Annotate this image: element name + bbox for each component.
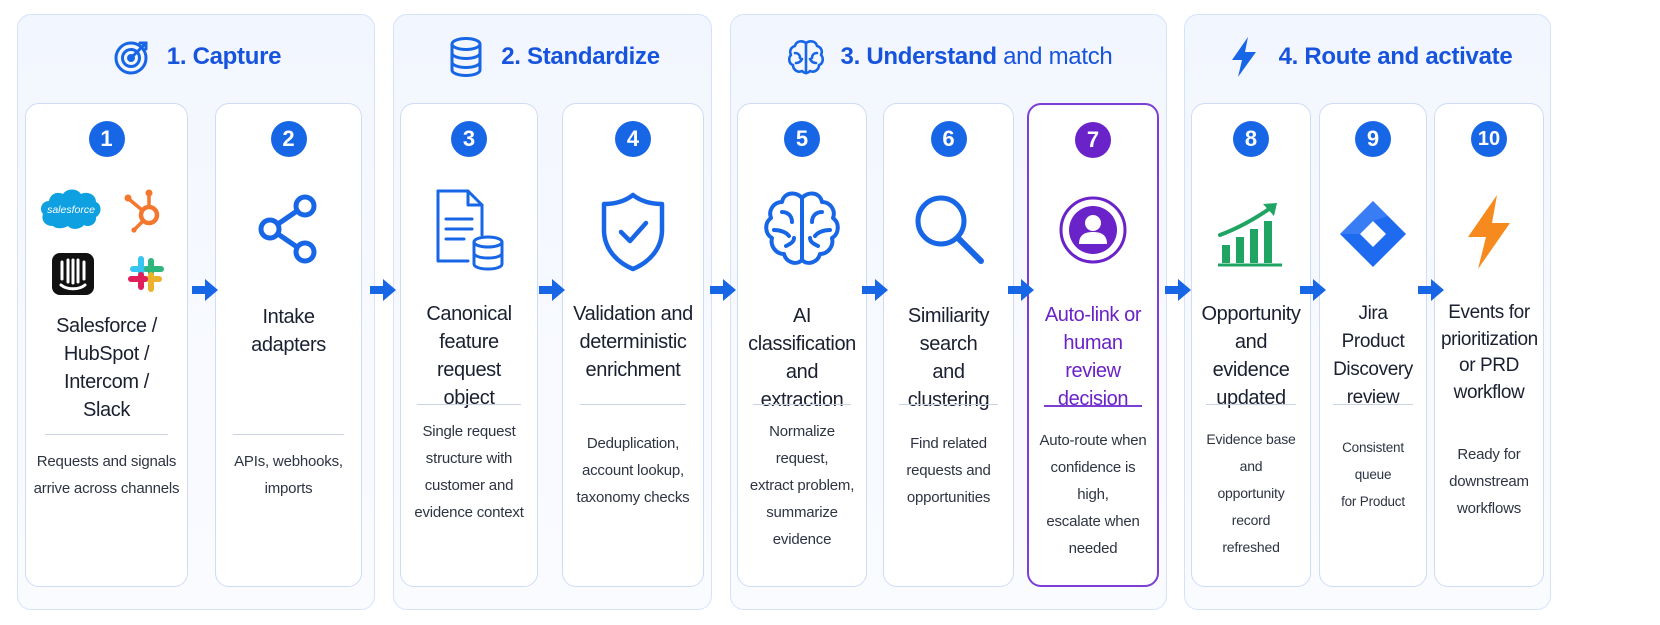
phase-number: 1.	[166, 43, 187, 70]
step-divider	[1206, 404, 1296, 405]
phase-label: Route and activate	[1304, 43, 1513, 70]
step-badge: 2	[270, 121, 307, 157]
step-card-1: 1 salesforce	[25, 103, 188, 587]
step-card-5: 5 AI classification and extraction Norma…	[737, 103, 867, 587]
flow-arrow-icon	[710, 279, 736, 301]
brain-icon	[785, 36, 827, 78]
step-divider	[45, 434, 168, 435]
flow-arrow-icon	[1418, 279, 1444, 301]
phase-title: 3. Understand and match	[841, 43, 1113, 71]
flow-arrow-icon	[1165, 279, 1191, 301]
intercom-logo	[51, 252, 95, 296]
flow-arrow-icon	[539, 279, 565, 301]
step-description: Requests and signals arrive across chann…	[33, 453, 180, 497]
step-description: Evidence base and opportunity record ref…	[1206, 431, 1296, 555]
step-card-6: 6 Similiarity search and clustering Find…	[883, 103, 1014, 587]
step-card-8: 8 Opportunity and evidence updated Evide…	[1191, 103, 1311, 587]
step-badge: 10	[1471, 121, 1507, 157]
step-description: Ready for downstream workflows	[1449, 446, 1529, 517]
database-icon	[445, 36, 487, 78]
phase-label-strong: Understand	[866, 43, 997, 70]
step-title: Auto-link or human review decision	[1044, 304, 1142, 410]
flow-arrow-icon	[1008, 279, 1034, 301]
flow-arrow-icon	[1300, 279, 1326, 301]
step-description: Consistent queue for Product	[1341, 440, 1405, 509]
step-title: Events for prioritization or PRD workflo…	[1441, 302, 1538, 403]
step-title: Canonical feature request object	[426, 303, 512, 409]
step-description: Auto-route when confidence is high, esca…	[1039, 432, 1147, 557]
flow-arrow-icon	[370, 279, 396, 301]
step-card-7: 7 Auto-link or human review decision Aut…	[1027, 103, 1159, 587]
salesforce-wordmark: salesforce	[47, 204, 95, 216]
phase-title: 1. Capture	[166, 43, 282, 71]
document-database-icon	[401, 179, 537, 279]
step-card-4: 4 Validation and deterministic enrichmen…	[562, 103, 704, 587]
salesforce-logo: salesforce	[39, 186, 103, 232]
integration-logos: salesforce	[26, 182, 187, 302]
step-card-10: 10 Events for prioritization or PRD work…	[1434, 103, 1544, 587]
phase-number: 3.	[840, 43, 861, 70]
step-badge: 4	[615, 121, 651, 157]
step-title: Similiarity search and clustering	[907, 305, 990, 411]
step-divider	[1044, 405, 1142, 407]
phase-number: 2.	[501, 43, 521, 70]
step-badge: 9	[1355, 121, 1391, 157]
shield-check-icon	[563, 182, 703, 282]
flow-arrow-icon	[862, 279, 888, 301]
step-title: Intake adapters	[251, 306, 326, 356]
step-badge: 7	[1075, 122, 1111, 158]
step-badge: 8	[1233, 121, 1269, 157]
step-title: Opportunity and evidence updated	[1201, 303, 1301, 409]
step-divider	[579, 404, 687, 405]
step-divider	[417, 404, 521, 405]
lightning-icon	[1223, 36, 1265, 78]
hubspot-logo	[120, 184, 170, 234]
step-description: Deduplication, account lookup, taxonomy …	[576, 435, 690, 506]
step-title: Validation and deterministic enrichment	[573, 303, 693, 381]
step-card-3: 3 Canonical feature request object Singl…	[400, 103, 538, 587]
step-divider	[899, 404, 998, 405]
step-title: Jira Product Discovery review	[1333, 303, 1413, 408]
flow-arrow-icon	[192, 279, 218, 301]
step-title: AI classification and extraction	[748, 305, 856, 411]
step-title: Salesforce / HubSpot / Intercom / Slack	[56, 315, 157, 421]
brain-icon	[738, 179, 866, 279]
target-icon	[111, 36, 153, 78]
step-card-2: 2 Intake adapters APIs, webhooks, import…	[215, 103, 362, 587]
step-divider	[233, 434, 344, 435]
step-badge: 5	[784, 121, 820, 157]
growth-chart-icon	[1192, 184, 1310, 284]
step-badge: 3	[451, 121, 487, 157]
search-icon	[884, 179, 1013, 279]
slack-logo	[124, 252, 168, 296]
phase-title: 4. Route and activate	[1279, 43, 1513, 71]
step-card-9: 9 Jira Product Discovery review Consiste…	[1319, 103, 1427, 587]
step-badge: 6	[930, 121, 967, 157]
phase-number: 4.	[1278, 43, 1299, 70]
step-badge: 1	[88, 121, 125, 157]
phase-label: Capture	[192, 43, 282, 70]
step-description: Find related requests and opportunities	[906, 435, 991, 506]
phase-label: Standardize	[527, 43, 660, 70]
step-description: Normalize request, extract problem, summ…	[749, 423, 855, 548]
step-description: APIs, webhooks, imports	[234, 453, 343, 497]
phase-title: 2. Standardize	[501, 43, 660, 71]
jira-icon	[1320, 184, 1426, 284]
step-divider	[753, 404, 851, 405]
share-nodes-icon	[216, 179, 361, 279]
lightning-icon	[1435, 182, 1543, 282]
user-circle-icon	[1029, 180, 1157, 280]
phase-label-light: and match	[1003, 43, 1113, 70]
step-divider	[1332, 404, 1414, 405]
step-description: Single request structure with customer a…	[414, 423, 524, 521]
